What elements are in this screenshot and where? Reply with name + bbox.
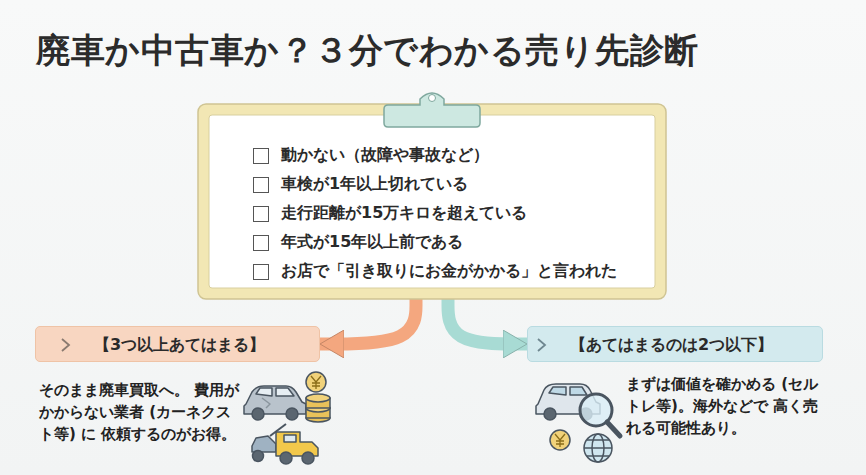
- checklist-item: 走行距離が15万キロを超えている: [281, 203, 527, 224]
- diagram-title: 廃車か中古車か？３分でわかる売り先診断: [36, 28, 699, 74]
- clipboard-clip: [384, 93, 480, 127]
- checkbox: [253, 264, 269, 280]
- checkbox: [253, 206, 269, 222]
- result-band: 【あてはまるのは2つ以下】まずは価値を確かめる (セルトレ等)。海外などで 高く…: [527, 326, 823, 362]
- checklist-row: 年式が15年以上前である: [253, 228, 647, 257]
- flow-arrow: [320, 298, 416, 344]
- checkbox: [253, 148, 269, 164]
- clip-hole: [429, 95, 436, 102]
- chevron-path: [538, 339, 545, 351]
- flow-arrow: [448, 298, 527, 344]
- checklist-item: 年式が15年以上前である: [281, 232, 463, 253]
- band-heading: 【あてはまるのは2つ以下】: [570, 335, 773, 356]
- checklist-clipboard: 動かない（故障や事故など） 車検が1年以上切れている走行距離が15万キロを超えてい…: [197, 103, 667, 300]
- scrap-illustration: [244, 372, 330, 464]
- band-heading: 【3つ以上あてはまる】: [94, 335, 265, 356]
- checklist-item: お店で「引き取りにお金がかかる」と言われた: [281, 261, 617, 282]
- checklist-row: 車検が1年以上切れている: [253, 170, 647, 199]
- checklist-item: 動かない（故障や事故など）: [281, 145, 489, 166]
- checkbox: [253, 177, 269, 193]
- chevron-symbol: [534, 336, 550, 354]
- chevron-symbol: [58, 336, 74, 354]
- clipboard-paper: [209, 115, 655, 288]
- clipboard-frame: [198, 104, 666, 299]
- band-body-text: そのまま廃車買取へ。 費用がかからない業者 (カーネクスト等) に 依頼するのが…: [39, 379, 241, 445]
- value-check-illustration: [536, 384, 620, 462]
- chevron-path: [62, 339, 69, 351]
- checklist-row: 走行距離が15万キロを超えている: [253, 199, 647, 228]
- checkbox: [253, 235, 269, 251]
- checklist-row: 動かない（故障や事故など）: [253, 141, 647, 170]
- band-body-text: まずは価値を確かめる (セルトレ等)。海外などで 高く売れる可能性あり。: [626, 373, 822, 439]
- checklist-row: お店で「引き取りにお金がかかる」と言われた: [253, 257, 647, 286]
- checklist-item: 車検が1年以上切れている: [281, 174, 468, 195]
- result-band: 【3つ以上あてはまる】そのまま廃車買取へ。 費用がかからない業者 (カーネクスト…: [35, 326, 320, 362]
